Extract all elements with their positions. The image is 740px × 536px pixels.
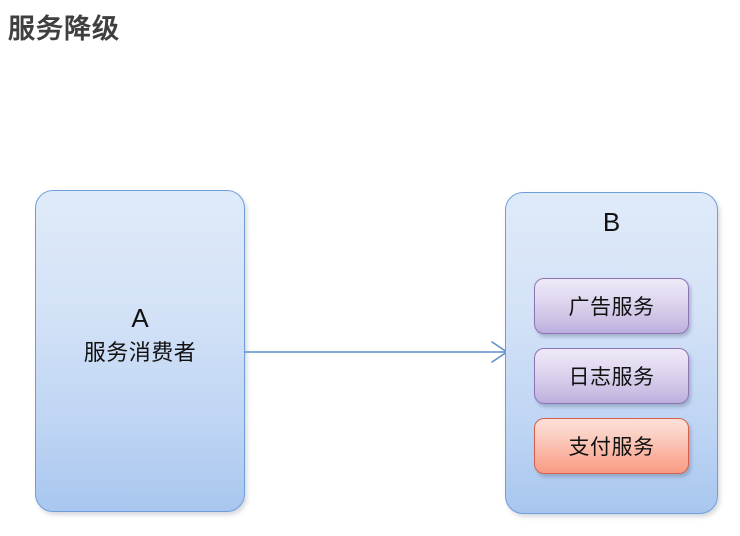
node-a-letter: A	[131, 303, 149, 333]
node-a-title: 服务消费者	[83, 340, 197, 365]
node-a-label-group: A 服务消费者	[36, 301, 244, 371]
service-list: 广告服务 日志服务 支付服务	[534, 278, 689, 474]
service-item-payment-label: 支付服务	[568, 436, 655, 459]
service-item-log-label: 日志服务	[568, 366, 655, 389]
page-title: 服务降级	[8, 14, 120, 44]
node-b-letter: B	[602, 207, 621, 237]
service-item-ad-label: 广告服务	[568, 296, 655, 319]
node-service-provider[interactable]: B 广告服务 日志服务 支付服务	[505, 192, 718, 514]
service-item-ad[interactable]: 广告服务	[534, 278, 689, 334]
service-item-payment[interactable]: 支付服务	[534, 418, 689, 474]
consumer-to-provider-arrow	[244, 341, 508, 363]
node-service-consumer[interactable]: A 服务消费者	[35, 190, 245, 512]
service-item-log[interactable]: 日志服务	[534, 348, 689, 404]
